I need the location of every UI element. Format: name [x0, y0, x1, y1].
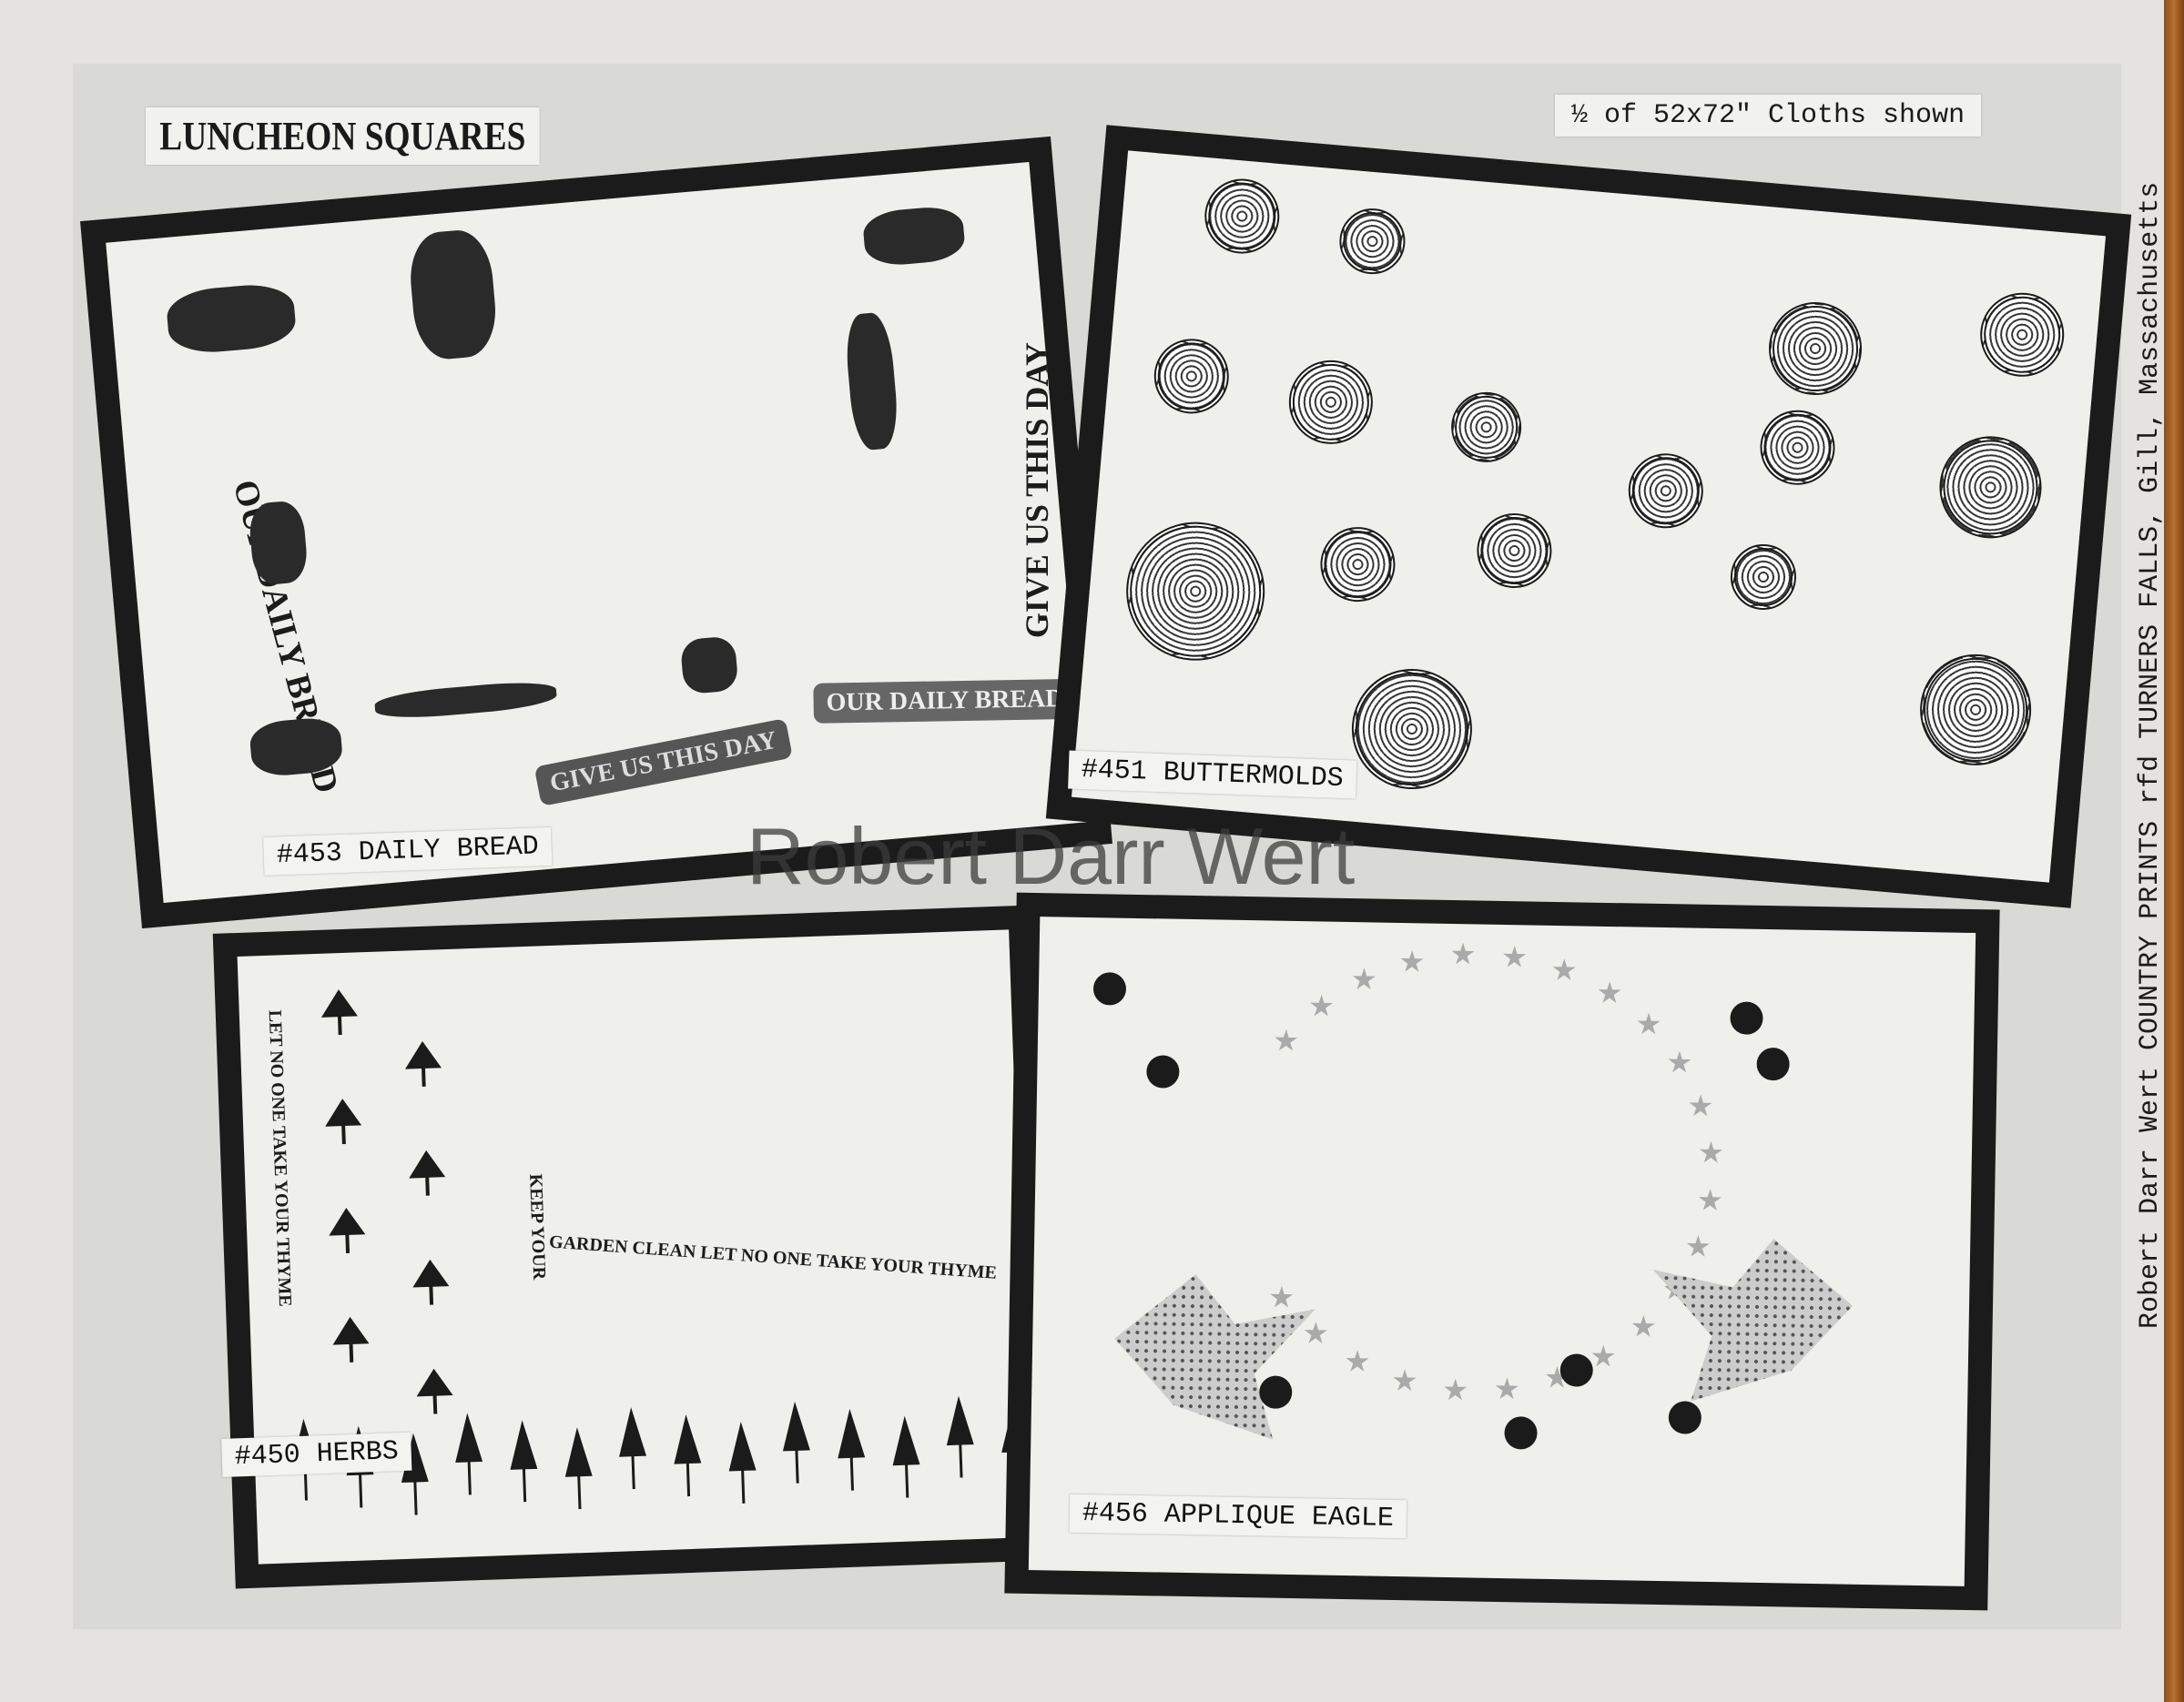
flower-icon	[1756, 1047, 1790, 1081]
bread-text-give-us-this-day-right: GIVE US THIS DAY	[1018, 341, 1055, 639]
herb-icon	[404, 1040, 442, 1087]
star-icon	[1400, 950, 1424, 974]
star-icon	[1352, 968, 1376, 991]
star-icon	[1689, 1094, 1712, 1118]
herb-icon	[320, 988, 359, 1035]
buttermold-icon	[1201, 176, 1283, 257]
herb-icon	[509, 1420, 539, 1503]
flower-icon	[1504, 1416, 1538, 1450]
herb-icon	[332, 1316, 371, 1363]
buttermold-icon	[1120, 516, 1271, 667]
flower-icon	[1730, 1001, 1763, 1035]
herb-icon	[328, 1207, 366, 1253]
herb-icon	[727, 1421, 757, 1504]
herb-icon	[416, 1368, 454, 1414]
buttermold-icon	[1976, 289, 2068, 380]
eagle-icon	[1651, 1237, 1854, 1404]
herb-icon	[836, 1408, 866, 1491]
herb-icon	[411, 1259, 450, 1305]
bread-icon	[679, 635, 739, 695]
herb-icon	[891, 1415, 921, 1498]
page-title: LUNCHEON SQUARES	[146, 107, 540, 165]
herb-icon	[617, 1407, 647, 1490]
star-icon	[1598, 981, 1621, 1005]
herbs-border-text-keep: KEEP YOUR	[525, 1173, 550, 1281]
star-icon	[1274, 1029, 1297, 1053]
wood-table-edge	[2164, 0, 2184, 1702]
star-icon	[1686, 1235, 1710, 1259]
bread-icon	[861, 204, 967, 268]
applique-eagle-print	[1028, 917, 1976, 1586]
cloth-applique-eagle: #456 APPLIQUE EAGLE	[1004, 892, 2000, 1611]
star-icon	[1591, 1344, 1615, 1368]
buttermold-icon	[1474, 510, 1555, 592]
star-icon	[1495, 1377, 1519, 1401]
herbs-border-text-bottom: GARDEN CLEAN LET NO ONE TAKE YOUR THYME	[548, 1231, 998, 1283]
footer-address: Robert Darr Wert COUNTRY PRINTS rfd TURN…	[2135, 181, 2166, 1329]
star-icon	[1552, 958, 1576, 982]
herb-icon	[453, 1413, 483, 1495]
star-icon	[1393, 1369, 1417, 1393]
buttermold-icon	[1764, 298, 1866, 400]
flower-icon	[1092, 972, 1127, 1006]
herb-icon	[324, 1098, 362, 1144]
buttermold-icon	[1727, 541, 1799, 613]
flower-icon	[1146, 1055, 1180, 1089]
bread-text-our-daily-bread-board: OUR DAILY BREAD	[813, 678, 1077, 724]
herb-icon	[408, 1150, 446, 1196]
flower-icon	[1559, 1353, 1594, 1387]
cloth-label-applique-eagle: #456 APPLIQUE EAGLE	[1069, 1494, 1407, 1539]
cloth-herbs: LET NO ONE TAKE YOUR THYME KEEP YOUR GAR…	[212, 905, 1055, 1589]
size-note: ½ of 52x72" Cloths shown	[1555, 95, 1982, 137]
star-icon	[1269, 1286, 1293, 1310]
herb-icon	[672, 1414, 702, 1497]
buttermold-icon	[1915, 649, 2037, 770]
buttermold-icon	[1757, 407, 1838, 489]
buttermold-icon	[1346, 664, 1478, 795]
cloth-label-herbs: #450 HERBS	[221, 1432, 412, 1477]
bread-text-give-us-this-day-board: GIVE US THIS DAY	[533, 718, 793, 806]
buttermold-icon	[1151, 335, 1233, 417]
star-icon	[1451, 943, 1475, 967]
buttermold-icon	[1935, 431, 2047, 543]
herb-icon	[781, 1401, 811, 1484]
flower-icon	[1258, 1375, 1293, 1409]
star-icon	[1304, 1322, 1327, 1345]
buttermold-icon	[1448, 389, 1525, 466]
star-icon	[1668, 1050, 1691, 1074]
bread-icon	[373, 678, 558, 722]
cloth-buttermolds: #451 BUTTERMOLDS	[1045, 125, 2132, 908]
star-icon	[1309, 994, 1333, 1018]
star-icon	[1698, 1189, 1722, 1212]
daily-bread-print: OUR DAILY BREAD GIVE US THIS DAY GIVE US…	[106, 162, 1087, 903]
star-icon	[1346, 1350, 1369, 1373]
herb-icon	[564, 1427, 594, 1510]
buttermold-icon	[1336, 206, 1408, 278]
herbs-border-text-left: LET NO ONE TAKE YOUR THYME	[264, 1009, 296, 1307]
buttermold-icon	[1317, 523, 1398, 605]
bread-icon	[406, 228, 500, 362]
bread-icon	[165, 281, 298, 357]
watermark: Robert Darr Wert	[747, 811, 1356, 901]
herb-icon	[945, 1395, 975, 1478]
star-icon	[1699, 1141, 1722, 1165]
star-icon	[1637, 1012, 1661, 1036]
star-icon	[1443, 1378, 1467, 1402]
star-icon	[1631, 1315, 1655, 1339]
bread-icon	[843, 311, 901, 451]
buttermold-icon	[1625, 450, 1707, 532]
flower-icon	[1668, 1401, 1702, 1434]
star-icon	[1502, 946, 1526, 969]
buttermold-icon	[1285, 357, 1376, 448]
